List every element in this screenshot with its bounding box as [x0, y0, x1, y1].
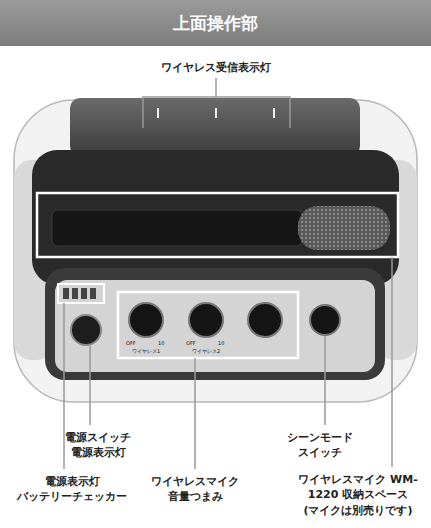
- channel-mark: ワイヤレス1: [132, 349, 160, 354]
- part-label: ワイヤレスマイク WM-1220 収納スペース (マイクは別売りです): [294, 472, 422, 518]
- scale-mark: OFF: [186, 341, 196, 346]
- scene-knob: [310, 305, 340, 335]
- part-label: シーンモード スイッチ: [287, 430, 353, 461]
- part-label: 電源表示灯 バッテリーチェッカー: [17, 474, 127, 505]
- led-outline: [58, 284, 104, 303]
- channel-mark: ワイヤレス2: [192, 349, 220, 354]
- knob-outline: [118, 292, 298, 358]
- volume-knobs: [129, 303, 282, 337]
- heading: 上面操作部: [173, 12, 258, 35]
- leader-lines: [64, 78, 392, 469]
- control-plate: [55, 280, 375, 372]
- power-switch: [71, 315, 101, 345]
- receive-indicators: [158, 108, 274, 118]
- handle: [70, 98, 360, 156]
- microphone-body: [52, 210, 302, 246]
- battery-leds: [63, 288, 96, 299]
- scale-mark: OFF: [126, 341, 136, 346]
- scale-mark: 10: [218, 341, 224, 346]
- part-label: ワイヤレス受信表示灯: [161, 60, 271, 75]
- mic-outline: [37, 193, 398, 257]
- scale-mark: 10: [158, 341, 164, 346]
- inner-well: [32, 150, 399, 285]
- microphone-grille: [298, 206, 390, 250]
- part-label: ワイヤレスマイク 音量つまみ: [151, 474, 239, 505]
- part-label: 電源スイッチ 電源表示灯: [65, 430, 131, 461]
- lower-panel: [45, 268, 385, 380]
